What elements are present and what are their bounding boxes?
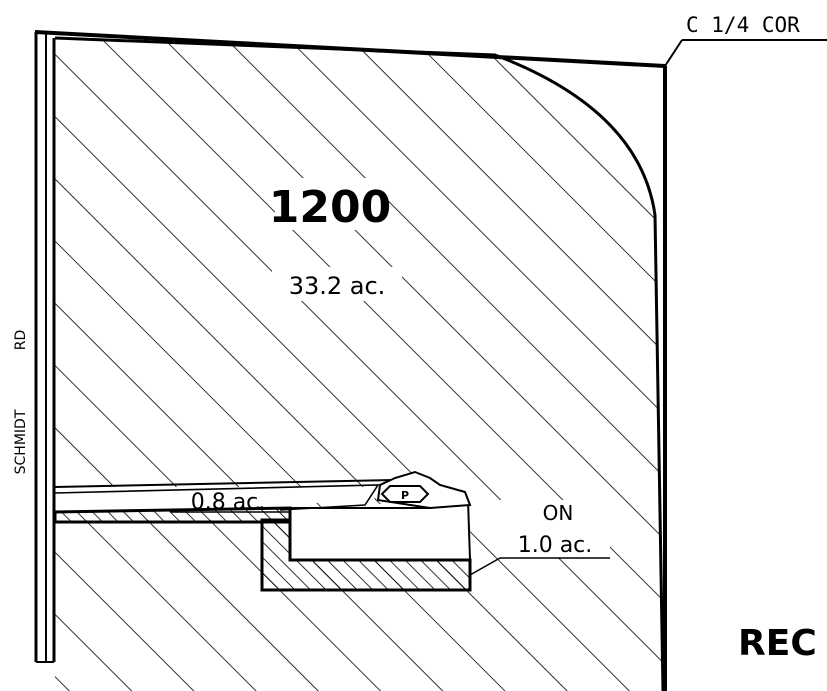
title-fragment: REC [738, 623, 817, 664]
road-name-part2: RD [13, 330, 29, 351]
area-on-label: 1.0 ac. [518, 533, 593, 558]
area-main-label: 33.2 ac. [289, 272, 386, 300]
area-on-prefix: ON [543, 501, 574, 525]
area-on-mask [500, 500, 610, 558]
road-name-part1: SCHMIDT [13, 409, 29, 474]
area-main-mask [272, 267, 402, 301]
area-on-leader [469, 557, 610, 576]
parking-symbol: P [401, 489, 409, 502]
parking-symbol-outline [380, 485, 430, 503]
parcel-number: 1200 [269, 182, 391, 233]
parcel-boundary [54, 36, 665, 691]
access-strip [55, 487, 380, 512]
corner-label: C 1/4 COR [686, 13, 800, 37]
strip-outline-top [54, 479, 396, 488]
area-strip-label: 0.8 ac. [191, 490, 266, 515]
corner-leader [664, 39, 683, 67]
section-line-top [34, 30, 666, 68]
parcel-number-mask [275, 178, 385, 230]
